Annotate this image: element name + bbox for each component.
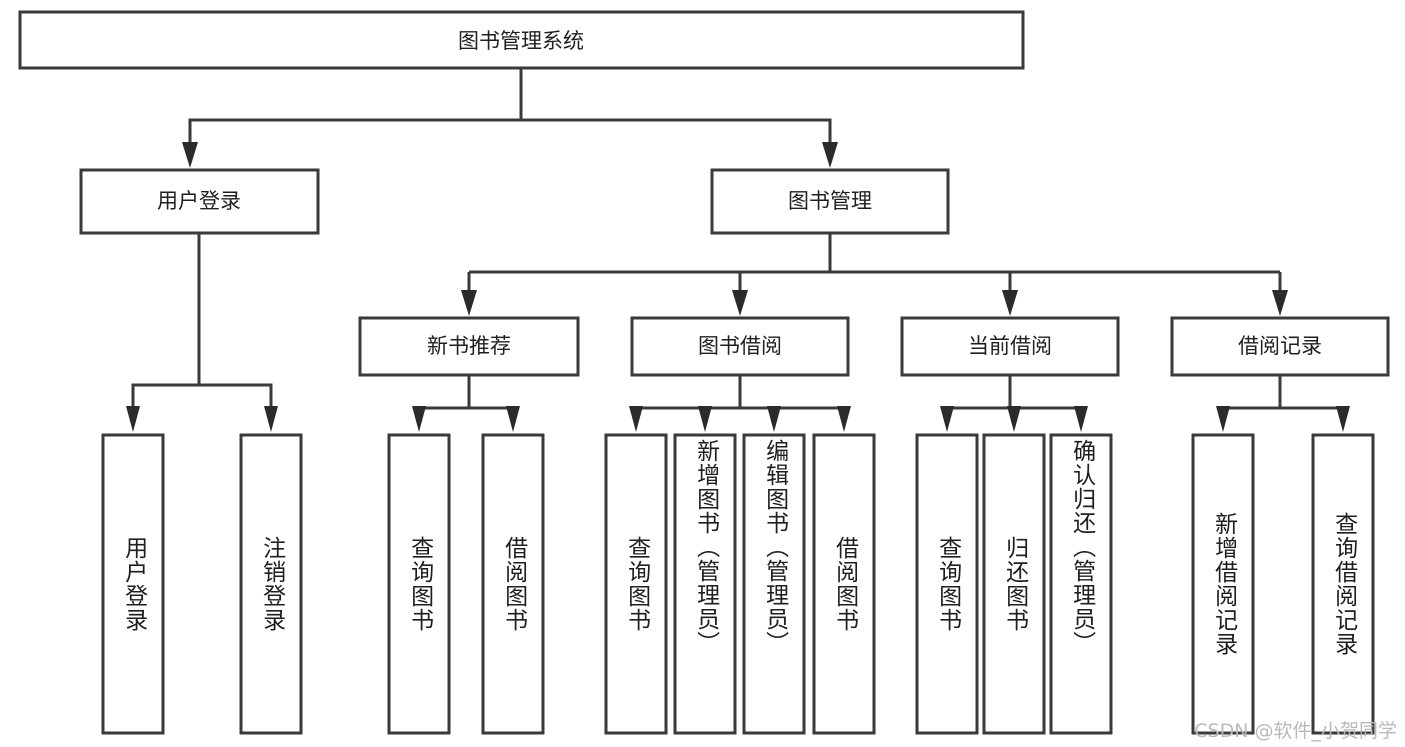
arrow-to-current-borrow <box>1002 290 1018 316</box>
arrow-leaf-borrow-book-2 <box>837 406 851 432</box>
arrow-leaf-borrow-book-1 <box>506 406 520 432</box>
leaf-return-book-label: 归还图书 <box>1001 536 1028 632</box>
node-book-management-label: 图书管理 <box>788 189 872 213</box>
leaf-borrow-book-2-label: 借阅图书 <box>831 536 858 632</box>
leaf-query-record-cell[interactable]: 查询借阅记录 <box>1313 435 1373 733</box>
leaf-add-record-box[interactable] <box>1191 433 1255 735</box>
leaf-query-book-2-box[interactable] <box>604 433 668 735</box>
leaf-return-book-cell[interactable]: 归还图书 <box>984 435 1044 733</box>
leaf-user-logout-cell[interactable]: 注销登录 <box>241 435 301 733</box>
leaf-edit-book-box[interactable] <box>742 433 806 735</box>
leaf-add-book-cell[interactable]: 新增图书（管理员） <box>675 435 735 733</box>
leaf-user-login-box[interactable] <box>101 433 165 735</box>
node-book-borrow-box[interactable] <box>630 316 850 377</box>
leaf-add-book-box[interactable] <box>673 433 737 735</box>
leaf-query-book-3-cell[interactable]: 查询图书 <box>917 435 977 733</box>
arrow-leaf-query-book-2 <box>629 406 643 432</box>
connector-root-to-user-login <box>188 68 523 148</box>
leaf-add-book-label: 新增图书（管理员） <box>692 439 719 655</box>
leaf-query-book-1-cell[interactable]: 查询图书 <box>389 435 449 733</box>
arrow-leaf-user-login <box>126 406 140 432</box>
leaf-query-record-label: 查询借阅记录 <box>1330 512 1357 656</box>
leaf-confirm-return-box[interactable] <box>1049 433 1113 735</box>
leaf-edit-book-label: 编辑图书（管理员） <box>761 439 788 655</box>
node-new-book-recommend-box[interactable] <box>358 316 580 377</box>
csdn-watermark: CSDN @软件_小贺同学 <box>1194 720 1397 742</box>
connector-user-login-leaf-1 <box>131 233 201 412</box>
arrow-to-new-book-recommend <box>461 290 477 316</box>
leaf-borrow-book-2-cell[interactable]: 借阅图书 <box>814 435 874 733</box>
leaf-borrow-book-1-label: 借阅图书 <box>500 536 527 632</box>
leaf-user-logout-box[interactable] <box>239 433 303 735</box>
leaf-user-logout-label: 注销登录 <box>258 536 285 632</box>
leaf-confirm-return-cell[interactable]: 确认归还（管理员） <box>1051 435 1111 733</box>
arrow-to-borrow-record <box>1272 290 1288 316</box>
leaf-query-book-2-cell[interactable]: 查询图书 <box>606 435 666 733</box>
leaf-add-record-cell[interactable]: 新增借阅记录 <box>1193 435 1253 733</box>
leaf-return-book-box[interactable] <box>982 433 1046 735</box>
arrow-to-book-borrow <box>732 290 748 316</box>
arrow-leaf-return-book <box>1007 406 1021 432</box>
node-current-borrow-box[interactable] <box>900 316 1120 377</box>
arrow-leaf-edit-book <box>767 406 781 432</box>
arrow-leaf-add-record <box>1216 406 1230 432</box>
leaf-edit-book-cell[interactable]: 编辑图书（管理员） <box>744 435 804 733</box>
arrow-leaf-query-record <box>1336 406 1350 432</box>
arrow-leaf-query-book-1 <box>412 406 426 432</box>
leaf-borrow-book-1-box[interactable] <box>481 433 545 735</box>
connector-user-login-leaf-2 <box>199 383 273 412</box>
node-new-book-recommend-label: 新书推荐 <box>427 334 511 358</box>
arrow-leaf-confirm-return <box>1074 406 1088 432</box>
node-borrow-record-box[interactable] <box>1170 316 1390 377</box>
node-root-label: 图书管理系统 <box>458 29 584 53</box>
arrow-to-book-management <box>822 142 838 168</box>
leaf-user-login-cell[interactable]: 用户登录 <box>103 435 163 733</box>
node-user-login-label: 用户登录 <box>157 189 241 213</box>
arrow-to-user-login <box>182 142 198 168</box>
leaf-borrow-book-2-box[interactable] <box>812 433 876 735</box>
arrow-leaf-query-book-3 <box>940 406 954 432</box>
leaf-query-record-box[interactable] <box>1311 433 1375 735</box>
leaf-add-record-label: 新增借阅记录 <box>1210 512 1237 656</box>
leaf-query-book-3-label: 查询图书 <box>934 536 961 632</box>
leaf-confirm-return-label: 确认归还（管理员） <box>1068 439 1095 655</box>
leaf-user-login-label: 用户登录 <box>120 536 147 632</box>
node-current-borrow-label: 当前借阅 <box>968 334 1052 358</box>
arrow-leaf-add-book <box>698 406 712 432</box>
leaf-query-book-1-box[interactable] <box>387 433 451 735</box>
node-borrow-record-label: 借阅记录 <box>1238 334 1322 358</box>
leaf-query-book-2-label: 查询图书 <box>623 536 650 632</box>
connector-root-to-book-management <box>521 118 832 148</box>
leaf-query-book-3-box[interactable] <box>915 433 979 735</box>
node-book-borrow-label: 图书借阅 <box>698 334 782 358</box>
node-root-box[interactable] <box>18 10 1025 70</box>
leaf-borrow-book-1-cell[interactable]: 借阅图书 <box>483 435 543 733</box>
node-user-login-box[interactable] <box>79 168 320 235</box>
arrow-leaf-user-logout <box>264 406 278 432</box>
leaf-query-book-1-label: 查询图书 <box>406 536 433 632</box>
